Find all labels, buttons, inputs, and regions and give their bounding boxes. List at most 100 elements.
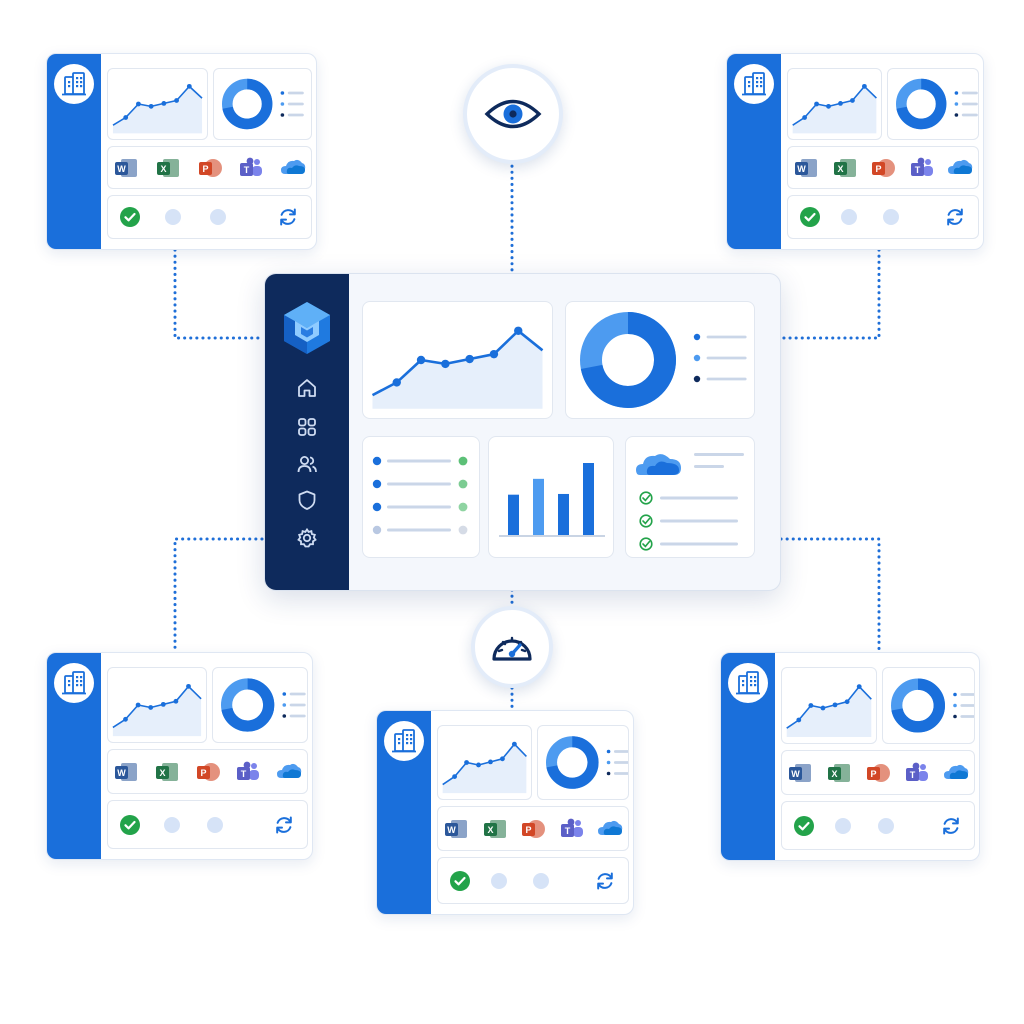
list-bullet: [372, 456, 382, 466]
building-icon: [728, 663, 768, 703]
excel-icon[interactable]: X: [155, 156, 181, 180]
app-logo-icon: [284, 302, 330, 354]
connector-bottom-right: [779, 537, 881, 652]
legend-line: [613, 772, 628, 775]
legend-dot: [282, 692, 287, 696]
legend-line: [289, 692, 306, 696]
onedrive-icon[interactable]: [276, 760, 302, 784]
tenant-sidebar: [727, 54, 781, 249]
teams-icon[interactable]: T: [235, 760, 261, 784]
building-icon: [734, 64, 774, 104]
trend-point: [808, 703, 814, 708]
trend-point: [136, 101, 141, 107]
teams-icon[interactable]: T: [238, 156, 264, 180]
sync-icon[interactable]: [944, 206, 966, 228]
status-dot: [878, 817, 894, 834]
trend-point: [814, 101, 819, 107]
sync-icon[interactable]: [273, 814, 295, 836]
legend-line: [961, 102, 978, 106]
tenant-sidebar: [377, 711, 431, 914]
list-line: [387, 505, 451, 509]
word-icon[interactable]: W: [113, 760, 139, 784]
check-line: [660, 542, 738, 546]
powerpoint-icon[interactable]: P: [870, 156, 896, 180]
legend-dot: [693, 354, 701, 362]
trend-point: [186, 683, 191, 689]
sync-icon[interactable]: [940, 815, 962, 837]
status-dot: [207, 816, 223, 833]
eye-icon: [484, 99, 542, 129]
sync-icon[interactable]: [277, 206, 299, 228]
mini-trend-chart: [792, 83, 877, 134]
excel-icon[interactable]: X: [832, 156, 858, 180]
excel-icon[interactable]: X: [154, 760, 180, 784]
trend-point: [820, 705, 826, 711]
trend-point: [174, 98, 179, 103]
status-list-panel: [362, 436, 480, 558]
donut-share: [896, 78, 947, 130]
home-icon[interactable]: [296, 377, 318, 399]
trend-point: [465, 354, 474, 364]
status-dot: [533, 872, 549, 889]
powerpoint-icon[interactable]: P: [195, 760, 221, 784]
sync-icon[interactable]: [594, 870, 616, 892]
check-icon: [639, 537, 653, 551]
donut-share: [546, 736, 599, 789]
performance-badge[interactable]: [471, 606, 553, 688]
teams-icon[interactable]: T: [909, 156, 935, 180]
word-icon[interactable]: W: [793, 156, 819, 180]
gear-icon[interactable]: [296, 527, 318, 549]
powerpoint-icon[interactable]: P: [865, 761, 891, 785]
svg-text:P: P: [200, 768, 206, 778]
powerpoint-icon[interactable]: P: [197, 156, 223, 180]
donut-share: [891, 678, 945, 733]
legend-dot: [953, 692, 957, 697]
check-icon: [800, 207, 820, 227]
word-icon[interactable]: W: [113, 156, 139, 180]
mini-trend-chart: [786, 684, 872, 737]
monitoring-badge[interactable]: [463, 64, 563, 164]
legend-line: [613, 761, 628, 764]
svg-text:T: T: [241, 769, 247, 779]
mini-donut-chart: [545, 736, 628, 789]
trend-point: [856, 684, 862, 689]
onedrive-icon[interactable]: [280, 156, 306, 180]
list-status-dot: [458, 502, 468, 512]
legend-dot: [953, 703, 957, 708]
mini-trend-panel: [437, 725, 532, 800]
trend-point: [148, 705, 154, 710]
apps-grid-icon[interactable]: [296, 416, 318, 438]
list-line: [387, 482, 451, 486]
teams-icon[interactable]: T: [559, 817, 585, 841]
onedrive-icon[interactable]: [597, 817, 623, 841]
trend-line: [371, 329, 544, 397]
mini-trend-panel: [107, 68, 208, 140]
trend-point: [135, 702, 141, 708]
teams-icon[interactable]: T: [904, 761, 930, 785]
powerpoint-icon[interactable]: P: [520, 817, 546, 841]
onedrive-icon[interactable]: [943, 761, 969, 785]
mini-donut-panel: [213, 68, 312, 140]
onedrive-icon[interactable]: [947, 156, 973, 180]
trend-point: [123, 716, 128, 722]
users-icon[interactable]: [296, 453, 318, 475]
svg-text:T: T: [910, 770, 916, 780]
status-row: [787, 195, 979, 239]
trend-point: [511, 741, 517, 747]
excel-icon[interactable]: X: [826, 761, 852, 785]
bar: [583, 463, 594, 535]
trend-area: [112, 86, 203, 134]
status-dot: [835, 817, 851, 834]
legend-dot: [606, 771, 611, 776]
shield-icon[interactable]: [296, 489, 318, 511]
word-icon[interactable]: W: [443, 817, 469, 841]
word-icon[interactable]: W: [787, 761, 813, 785]
excel-icon[interactable]: X: [482, 817, 508, 841]
